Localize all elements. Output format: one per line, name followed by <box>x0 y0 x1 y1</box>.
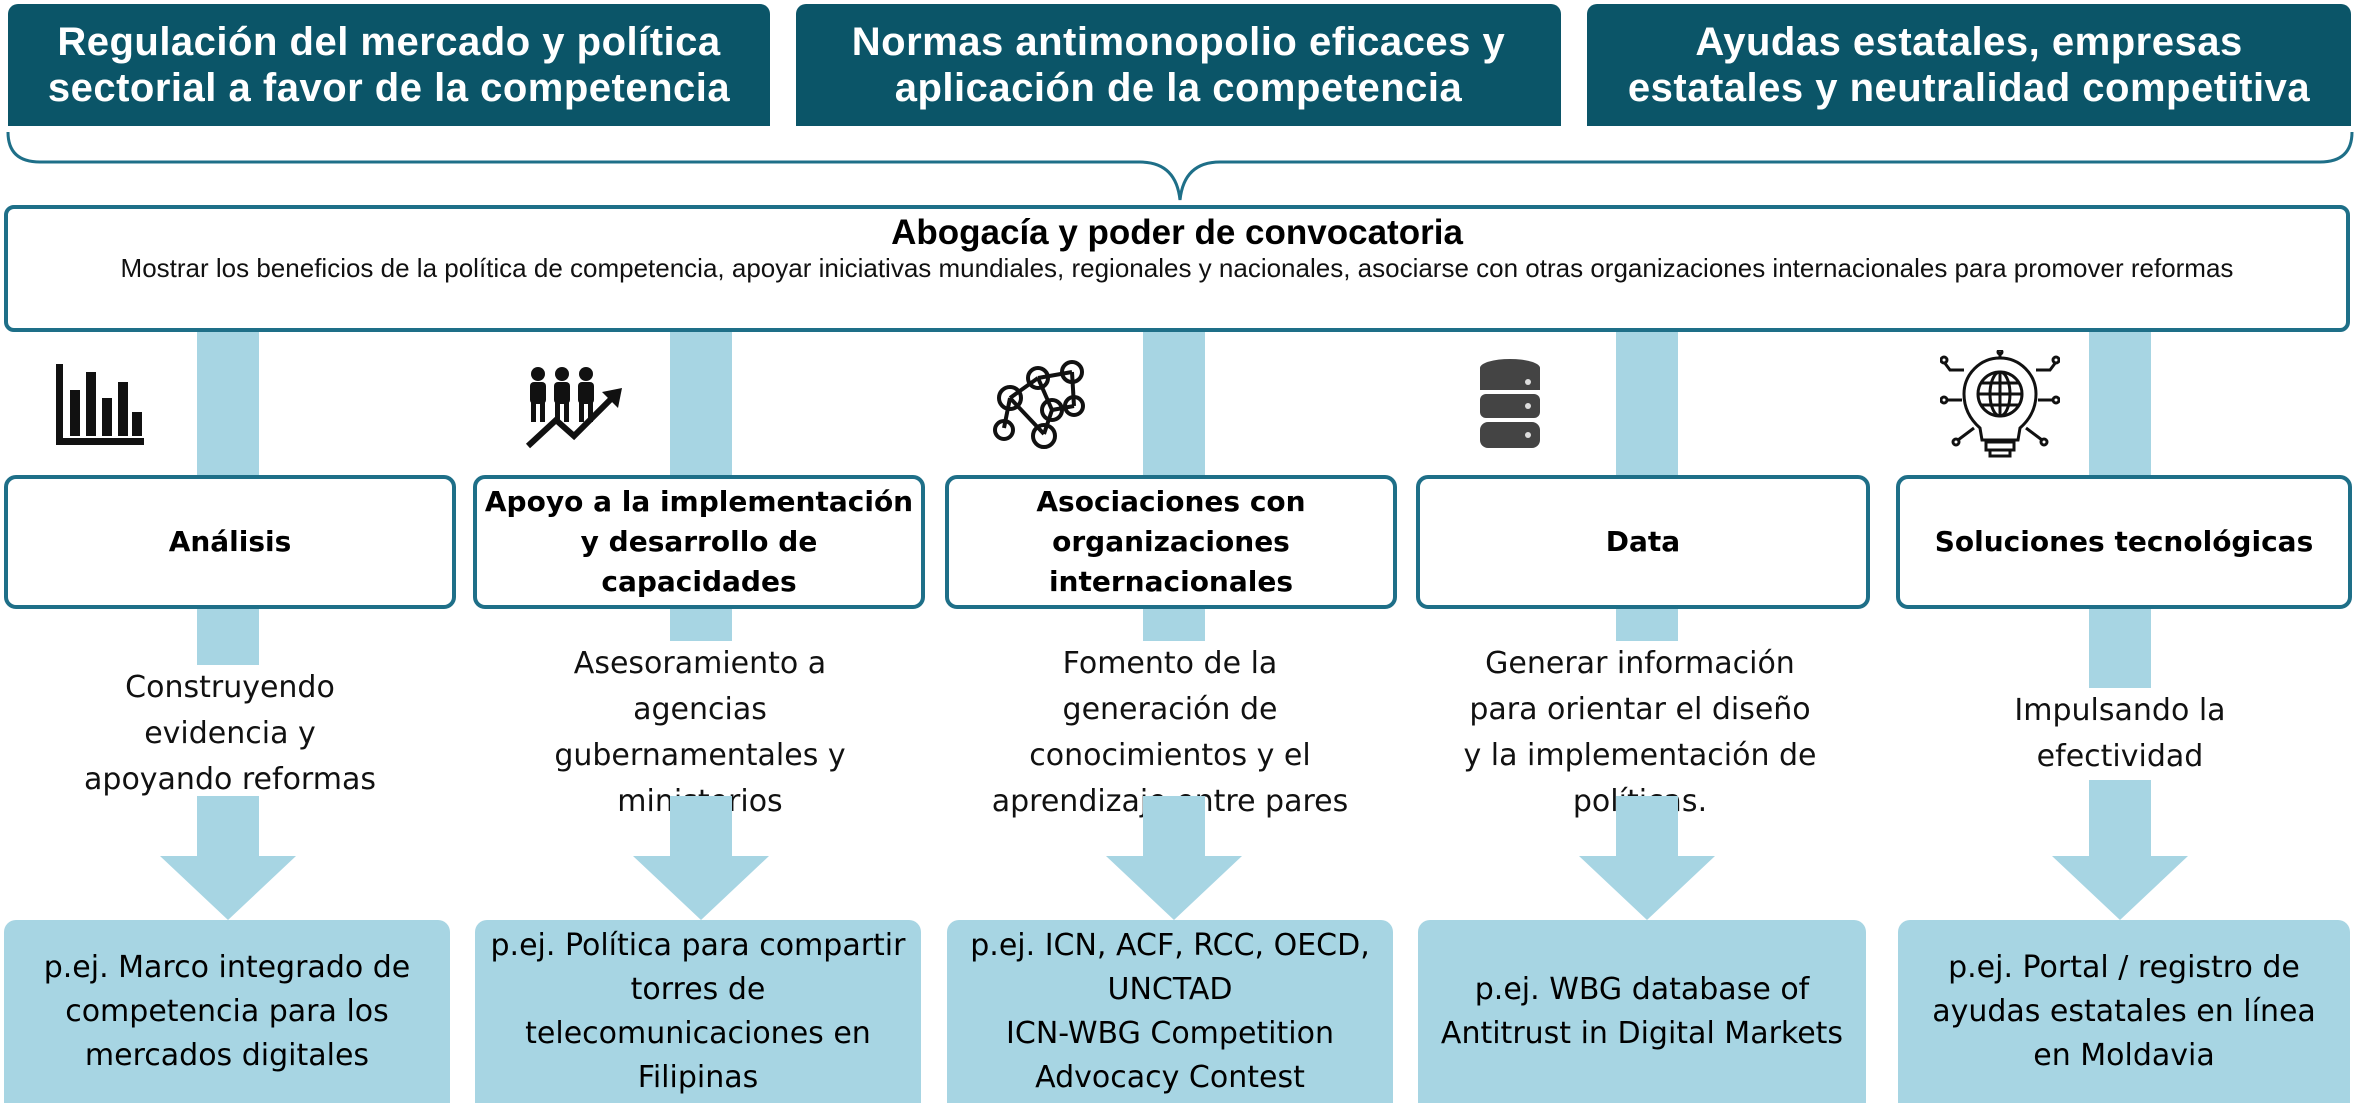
top-box-line: estatales y neutralidad competitiva <box>1627 66 2311 110</box>
desc-line: Generar información <box>1485 646 1795 681</box>
example-line: mercados digitales <box>84 1037 370 1073</box>
down-arrow <box>160 796 296 920</box>
pillar-box-implementation-support: Apoyo a la implementación y desarrollo d… <box>473 475 925 609</box>
pillar-title-line: Apoyo a la implementación <box>484 485 914 518</box>
advocacy-title: Abogacía y poder de convocatoria <box>891 213 1463 252</box>
desc-line: apoyando reformas <box>84 762 376 797</box>
desc-line: Construyendo <box>125 670 335 705</box>
example-box-partnerships: p.ej. ICN, ACF, RCC, OECD, UNCTAD ICN-WB… <box>947 920 1393 1103</box>
example-box-tech: p.ej. Portal / registro de ayudas estata… <box>1898 920 2350 1103</box>
connector-bar <box>1616 330 1678 490</box>
top-box-line: Ayudas estatales, empresas <box>1695 20 2243 64</box>
down-arrow <box>1579 796 1715 920</box>
desc-line: Fomento de la <box>1062 646 1278 681</box>
connector-bar <box>197 330 259 490</box>
pillar-description-analysis: Construyendo evidencia y apoyando reform… <box>60 665 400 803</box>
top-box-line: Regulación del mercado y política <box>57 20 721 64</box>
example-line: p.ej. Política para compartir <box>490 927 906 963</box>
database-icon <box>1480 359 1540 448</box>
desc-line: Asesoramiento a <box>573 646 827 681</box>
down-arrow <box>633 796 769 920</box>
pillar-box-data: Data <box>1416 475 1870 609</box>
pillar-title-line: Asociaciones con <box>1036 485 1306 518</box>
down-arrow <box>1106 796 1242 920</box>
top-box-state-aid: Ayudas estatales, empresas estatales y n… <box>1587 4 2351 126</box>
connector-bar <box>2089 330 2151 490</box>
example-line: p.ej. ICN, ACF, RCC, OECD, <box>970 927 1370 963</box>
network-icon <box>993 360 1085 449</box>
top-box-market-regulation: Regulación del mercado y política sector… <box>8 4 770 126</box>
pillar-title-line: organizaciones <box>1052 525 1290 558</box>
example-box-analysis: p.ej. Marco integrado de competencia par… <box>4 920 450 1103</box>
desc-line: evidencia y <box>144 716 316 751</box>
example-line: Advocacy Contest <box>1035 1059 1305 1095</box>
pillar-title-line: capacidades <box>601 565 797 598</box>
pillar-description-data: Generar información para orientar el dis… <box>1440 641 1840 825</box>
desc-line: Impulsando la <box>2014 693 2226 728</box>
example-line: ayudas estatales en línea <box>1932 993 2316 1029</box>
example-line: UNCTAD <box>1107 971 1233 1007</box>
connector-bar <box>1143 330 1205 490</box>
top-box-line: sectorial a favor de la competencia <box>47 66 731 110</box>
example-line: telecomunicaciones en <box>525 1015 871 1051</box>
top-box-line: Normas antimonopolio eficaces y <box>851 20 1506 64</box>
pillar-title-line: Soluciones tecnológicas <box>1934 525 2314 558</box>
desc-line: agencias <box>633 692 767 727</box>
pillar-title-line: Data <box>1605 525 1681 558</box>
example-line: ICN-WBG Competition <box>1006 1015 1334 1051</box>
example-line: Filipinas <box>637 1059 759 1095</box>
example-box-data: p.ej. WBG database of Antitrust in Digit… <box>1418 920 1866 1103</box>
desc-line: efectividad <box>2036 739 2204 774</box>
down-arrow <box>2052 796 2188 920</box>
top-box-line: aplicación de la competencia <box>894 66 1463 110</box>
desc-line: generación de <box>1062 692 1278 727</box>
example-line: p.ej. Portal / registro de <box>1948 949 2300 985</box>
example-line: torres de <box>630 971 766 1007</box>
pillar-title-line: Análisis <box>168 525 292 558</box>
pillar-box-tech-solutions: Soluciones tecnológicas <box>1896 475 2352 609</box>
example-line: Antitrust in Digital Markets <box>1440 1015 1844 1051</box>
desc-line: gubernamentales y <box>554 738 846 773</box>
example-line: en Moldavia <box>2033 1037 2215 1073</box>
desc-line: conocimientos y el <box>1029 738 1311 773</box>
globe-lightbulb-icon <box>1940 350 2060 458</box>
advocacy-box: Abogacía y poder de convocatoria Mostrar… <box>4 205 2350 332</box>
bar-chart-icon <box>56 364 144 445</box>
pillar-box-analysis: Análisis <box>4 475 456 609</box>
example-line: p.ej. Marco integrado de <box>43 949 411 985</box>
example-line: p.ej. WBG database of <box>1474 971 1810 1007</box>
desc-line: para orientar el diseño <box>1469 692 1811 727</box>
example-box-implementation: p.ej. Política para compartir torres de … <box>475 920 921 1103</box>
desc-line: y la implementación de <box>1463 738 1817 773</box>
pillar-title-line: y desarrollo de <box>580 525 818 558</box>
pillar-description-tech: Impulsando la efectividad <box>1990 688 2250 780</box>
curly-brace <box>6 131 2354 201</box>
top-box-antitrust: Normas antimonopolio eficaces y aplicaci… <box>796 4 1561 126</box>
advocacy-description: Mostrar los beneficios de la política de… <box>120 253 2234 283</box>
connector-bar <box>670 330 732 490</box>
pillar-description-implementation: Asesoramiento a agencias gubernamentales… <box>530 641 870 825</box>
example-line: competencia para los <box>65 993 389 1029</box>
pillar-title-line: internacionales <box>1048 565 1294 598</box>
people-growth-icon <box>525 367 622 449</box>
pillar-box-partnerships: Asociaciones con organizaciones internac… <box>945 475 1397 609</box>
